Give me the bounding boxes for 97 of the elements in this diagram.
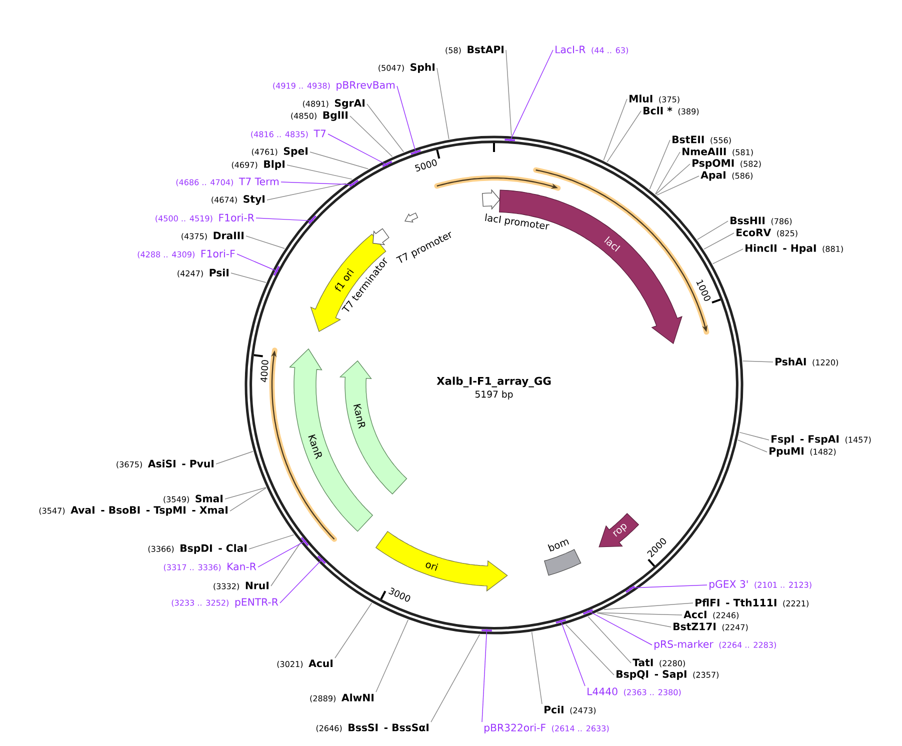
leader-line <box>436 68 450 140</box>
enzyme-site-label: HincII - HpaI (881) <box>746 244 843 254</box>
leader-line <box>738 440 768 452</box>
enzyme-site-label: (4850) BglII <box>291 111 348 121</box>
scale-label: 4000 <box>260 360 268 382</box>
leader-line <box>588 616 632 664</box>
enzyme-site-label: FspI - FspAI (1457) <box>772 435 871 445</box>
leader-line <box>396 86 417 154</box>
leader-line <box>587 610 652 646</box>
leader-line <box>596 612 682 616</box>
primer-label: (4919 .. 4938) pBRrevBam <box>273 81 395 91</box>
leader-line <box>739 432 770 440</box>
primer-label: pGEX 3' (2101 .. 2123) <box>710 580 812 590</box>
leader-line <box>560 619 586 686</box>
enzyme-site-label: (3021) AcuI <box>277 660 332 668</box>
primer-label: (4500 .. 4519) F1ori-R <box>156 214 254 222</box>
enzyme-site-label: (4891) SgrAI <box>303 99 364 109</box>
enzyme-site-label: (3549) SmaI <box>164 494 222 504</box>
enzyme-site-label: (3675) AsiSI - PvuI <box>116 460 214 468</box>
leader-line <box>266 182 347 200</box>
leader-line <box>366 104 404 152</box>
enzyme-site-label: (4674) StyI <box>212 195 264 205</box>
leader-line <box>565 624 614 676</box>
leader-line <box>376 619 408 692</box>
enzyme-site-label: BssHII (786) <box>730 216 792 226</box>
leader-line <box>430 634 480 722</box>
primer-label: (3317 .. 3336) Kan-R <box>164 562 256 572</box>
leader-line <box>248 534 294 550</box>
enzyme-site-label: (4375) DraIII <box>182 232 244 240</box>
leader-line <box>629 584 708 588</box>
leader-line <box>742 360 774 362</box>
plasmid-size: 5197 bp <box>475 390 513 400</box>
leader-line <box>506 50 512 136</box>
leader-line <box>246 236 285 249</box>
leader-line <box>655 164 690 195</box>
enzyme-site-label: PciI (2473) <box>544 706 596 714</box>
enzyme-site-label: (58) BstAPI <box>446 46 504 54</box>
enzyme-site-label: (2646) BssSI - BssSαI <box>316 724 428 732</box>
primer-label: pBR322ori-F (2614 .. 2633) <box>484 724 609 734</box>
leader-line <box>482 628 488 722</box>
leader-line <box>328 134 388 166</box>
node-label: bom <box>548 540 570 552</box>
enzyme-site-label: PpuMI (1482) <box>770 447 836 457</box>
leader-line <box>230 488 266 512</box>
enzyme-site-label: (3332) NruI <box>214 582 268 590</box>
enzyme-site-label: (2889) AlwNI <box>310 694 374 702</box>
leader-line <box>216 451 254 464</box>
leader-line <box>286 164 352 180</box>
primer-label: (4686 .. 4704) T7 Term <box>176 178 279 186</box>
leader-line <box>596 612 672 628</box>
leader-line <box>280 558 324 604</box>
enzyme-site-label: BspQI - SapI (2357) <box>616 670 718 680</box>
primer-label: pRS-marker (2264 .. 2283) <box>654 640 776 650</box>
enzyme-site-label: (3366) BspDI - ClaI <box>148 544 246 554</box>
enzyme-site-label: (5047) SphI <box>378 63 434 73</box>
enzyme-site-label: (4247) PsiI <box>178 268 228 278</box>
leader-line <box>258 540 306 568</box>
enzyme-site-label: PflFI - Tth111I (2221) <box>696 598 808 608</box>
primer-label: LacI-R (44 .. 63) <box>556 46 628 54</box>
leader-line <box>224 487 266 500</box>
leader-line <box>334 602 372 658</box>
enzyme-site-label: BclI * (389) <box>644 106 699 116</box>
leader-line <box>656 176 700 196</box>
leader-line <box>509 50 554 142</box>
enzyme-site-label: NmeAIII (581) <box>682 148 753 156</box>
leader-line <box>230 272 266 283</box>
leader-line <box>696 220 728 240</box>
leader-line <box>704 232 734 250</box>
leader-line <box>531 632 542 704</box>
enzyme-site-label: PshAI (1220) <box>776 358 838 366</box>
leader-line <box>280 182 356 185</box>
leader-line <box>604 602 694 610</box>
enzyme-site-label: MluI (375) <box>630 94 680 104</box>
leader-line <box>606 110 642 162</box>
feature-box: bom <box>544 540 582 576</box>
enzyme-site-label: PspOMI (582) <box>692 159 761 169</box>
primer-label: (4816 .. 4835) T7 <box>251 130 326 138</box>
primer-label: (3233 .. 3252) pENTR-R <box>172 598 278 608</box>
leader-line <box>256 218 314 222</box>
enzyme-site-label: (3547) AvaI - BsoBI - TspMI - XmaI <box>39 506 228 516</box>
enzyme-site-label: EcoRV (825) <box>736 228 798 238</box>
enzyme-site-label: (4697) BlpI <box>232 160 284 170</box>
primer-label: (4288 .. 4309) F1ori-F <box>138 250 235 258</box>
leader-line <box>655 152 680 194</box>
leader-line <box>603 98 628 161</box>
leader-line <box>270 542 301 586</box>
enzyme-site-label: TatI (2280) <box>632 658 685 668</box>
scale-label: 1000 <box>696 280 710 301</box>
leader-line <box>712 248 744 264</box>
enzyme-site-label: ApaI (586) <box>700 171 752 181</box>
leader-line <box>236 254 278 272</box>
leader-line <box>649 140 670 190</box>
leader-line <box>350 116 393 157</box>
leader-line <box>310 152 369 170</box>
scale-label: 5000 <box>414 159 437 172</box>
primer-label: L4440 (2363 .. 2380) <box>588 688 681 696</box>
plasmid-name: Xalb_I-F1_array_GG <box>436 376 551 388</box>
